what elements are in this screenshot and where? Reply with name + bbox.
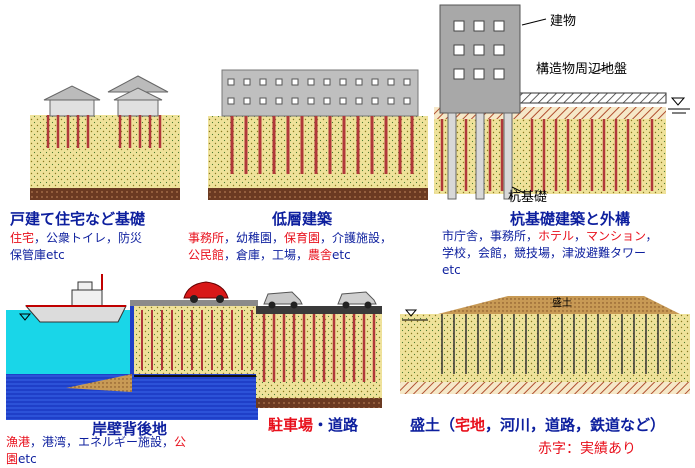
house-title: 戸建て住宅など基礎 <box>10 210 146 228</box>
text-run: ， <box>574 229 587 243</box>
house-diagram <box>30 75 180 200</box>
text-run: 市庁舎，事務所， <box>442 229 539 243</box>
quay-title: 岸壁背後地 <box>92 420 168 438</box>
text-run: 農舎 <box>308 248 333 262</box>
water-level-icon <box>402 309 428 321</box>
text-run: etc <box>442 263 461 277</box>
text-run: etc <box>332 248 351 262</box>
text-run: 公 <box>174 435 187 449</box>
text-run: 事務所 <box>188 231 225 245</box>
label-pile-foundation: 杭基礎 <box>508 190 548 205</box>
embankment-panel <box>398 290 692 402</box>
house-piles <box>46 115 162 148</box>
text-run: ，幼稚園， <box>224 231 285 245</box>
lowrise-piles <box>230 116 414 174</box>
car-icon <box>263 291 303 309</box>
text-run: ，河川，道路，鉄道など） <box>485 416 666 434</box>
text-run: 漁港 <box>6 435 31 449</box>
lowrise-title: 低層建築 <box>272 210 333 228</box>
text-run: 住宅 <box>10 231 35 245</box>
quay-panel <box>6 270 258 420</box>
pile-diagram <box>434 4 690 200</box>
text-run: ホテル <box>538 229 575 243</box>
lowrise-desc: 事務所，幼稚園，保育園，介護施設， 公民館，倉庫，工場，農舎etc <box>188 230 428 264</box>
text-run: ，公衆トイレ，防災 <box>34 231 143 245</box>
text-run: ， <box>645 229 658 243</box>
boat-icon <box>24 274 127 323</box>
legend-red-note: 赤字：実績あり <box>538 441 636 457</box>
parking-panel <box>252 276 386 412</box>
text-run: ，介護施設， <box>320 231 393 245</box>
embankment-title: 盛土（宅地，河川，道路，鉄道など） <box>410 414 665 435</box>
pile-title: 杭基礎建築と外構 <box>510 210 631 228</box>
quay-desc: 漁港，港湾，エネルギー施設，公園etc <box>6 434 236 468</box>
text-run: マンション <box>586 229 646 243</box>
text-run: 盛土（ <box>410 416 456 434</box>
embankment-diagram <box>400 296 690 394</box>
text-run: 駐車場 <box>268 416 314 434</box>
water-level-icon <box>668 97 690 114</box>
text-run: 保育園 <box>284 231 321 245</box>
lowrise-diagram <box>208 69 428 200</box>
label-surrounding-ground: 構造物周辺地盤 <box>536 62 628 77</box>
lowrise-panel <box>208 69 428 205</box>
car-icon <box>183 281 229 303</box>
text-run: 宅地 <box>455 416 486 434</box>
text-run: 園 <box>6 452 19 466</box>
text-run: ，港湾，エネルギー施設， <box>30 435 175 449</box>
text-run: 保管庫etc <box>10 248 65 262</box>
house-desc: 住宅，公衆トイレ，防災保管庫etc <box>10 230 170 264</box>
parking-diagram <box>256 291 382 408</box>
label-embankment-fill: 盛土 <box>552 298 572 309</box>
water-level-icon <box>18 313 32 321</box>
parking-title: 駐車場・道路 <box>268 414 358 435</box>
car-icon <box>337 291 377 309</box>
text-run: ，倉庫，工場， <box>224 248 309 262</box>
text-run: 公民館 <box>188 248 225 262</box>
quay-diagram <box>6 274 258 420</box>
text-run: ・道路 <box>313 416 359 434</box>
text-run: 学校，会館，競技場，津波避難タワー <box>442 246 647 260</box>
house-panel <box>30 70 180 205</box>
pile-panel <box>432 4 694 205</box>
text-run: etc <box>18 452 37 466</box>
label-building: 建物 <box>550 14 577 29</box>
